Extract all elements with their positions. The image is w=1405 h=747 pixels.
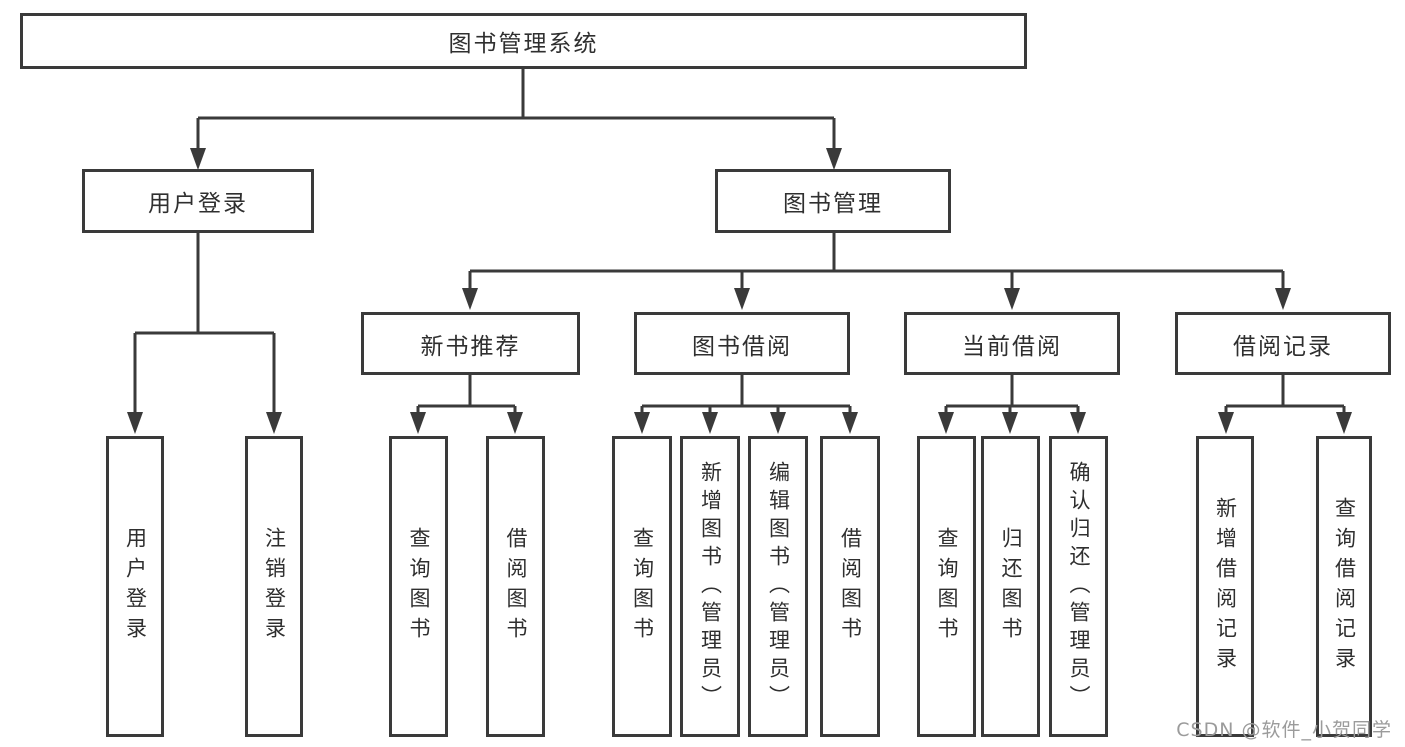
leaf-add-borrow-record: 新增借阅记录 — [1196, 436, 1254, 737]
node-label: 用户登录 — [148, 191, 248, 217]
node-label: 新书推荐 — [420, 333, 521, 360]
csdn-watermark: CSDN @软件_小贺同学 — [1176, 719, 1392, 741]
node-label: 借阅记录 — [1233, 333, 1333, 360]
leaf-label: 查询借阅记录 — [1332, 496, 1357, 677]
leaf-label: 用户登录 — [123, 526, 148, 647]
leaf-user-login: 用户登录 — [106, 436, 164, 737]
leaf-label: 新增图书（管理员） — [698, 460, 723, 713]
leaf-query-borrow-record: 查询借阅记录 — [1316, 436, 1372, 737]
node-current-borrowing: 当前借阅 — [904, 312, 1120, 375]
leaf-label: 编辑图书（管理员） — [766, 460, 791, 713]
node-new-book-recommendation: 新书推荐 — [361, 312, 580, 375]
leaf-borrow-books-recommend: 借阅图书 — [486, 436, 545, 737]
leaf-label: 借阅图书 — [504, 526, 528, 647]
leaf-label: 借阅图书 — [838, 526, 863, 647]
node-book-management: 图书管理 — [715, 169, 951, 233]
leaf-label: 注销登录 — [262, 526, 287, 647]
node-user-login: 用户登录 — [82, 169, 314, 233]
node-label: 图书管理系统 — [448, 31, 599, 57]
node-book-borrowing: 图书借阅 — [634, 312, 850, 375]
leaf-edit-books-admin: 编辑图书（管理员） — [748, 436, 808, 737]
node-label: 图书借阅 — [692, 333, 792, 360]
leaf-label: 确认归还（管理员） — [1067, 460, 1091, 713]
leaf-label: 查询图书 — [630, 526, 655, 647]
leaf-label: 归还图书 — [999, 526, 1023, 647]
node-borrowing-records: 借阅记录 — [1175, 312, 1391, 375]
leaf-borrow-books: 借阅图书 — [820, 436, 880, 737]
leaf-label: 查询图书 — [935, 526, 959, 647]
leaf-label: 新增借阅记录 — [1213, 496, 1238, 677]
leaf-logout: 注销登录 — [245, 436, 303, 737]
leaf-label: 查询图书 — [407, 526, 431, 647]
leaf-add-books-admin: 新增图书（管理员） — [680, 436, 740, 737]
node-root-library-system: 图书管理系统 — [20, 13, 1027, 69]
leaf-query-books-recommend: 查询图书 — [389, 436, 448, 737]
leaf-confirm-return-admin: 确认归还（管理员） — [1049, 436, 1108, 737]
node-label: 图书管理 — [783, 191, 883, 217]
leaf-query-books-borrow: 查询图书 — [612, 436, 672, 737]
node-label: 当前借阅 — [962, 333, 1062, 360]
leaf-return-books: 归还图书 — [981, 436, 1040, 737]
leaf-query-books-current: 查询图书 — [917, 436, 976, 737]
